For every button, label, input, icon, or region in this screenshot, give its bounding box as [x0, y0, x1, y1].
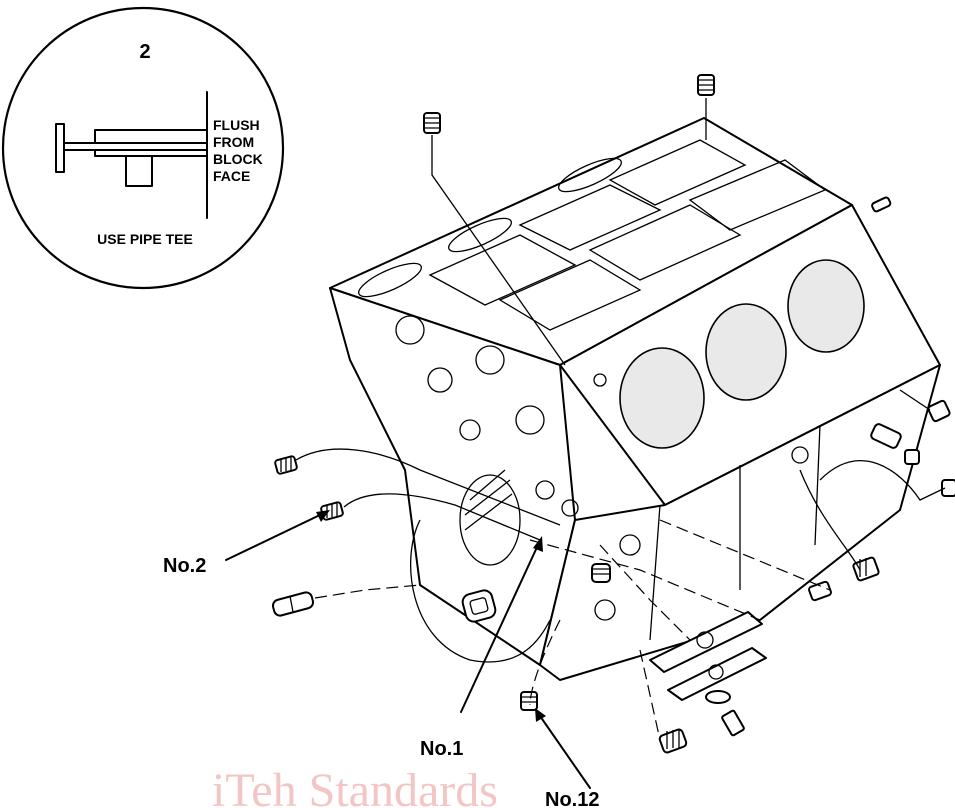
- face-hole-7: [561, 499, 579, 517]
- inset-label-block: BLOCK: [213, 151, 263, 167]
- leader-right-lower: [659, 519, 831, 591]
- plug-right-1: [927, 399, 951, 423]
- bolt-bottom: [705, 690, 745, 737]
- deck-slot-1: [358, 262, 422, 298]
- deck-opening-3: [608, 139, 747, 206]
- face-hole-2: [427, 367, 453, 393]
- callout-no2-group: No.2: [163, 510, 330, 577]
- skirt-hole-1: [619, 534, 641, 556]
- detail-inset: 2 FLUSH FROM BLOCK FACE USE PIPE TEE: [1, 6, 285, 290]
- skirt-hole-3: [791, 446, 809, 464]
- callout-no2-arrow-line: [225, 513, 323, 561]
- inset-label-flush: FLUSH: [213, 117, 260, 133]
- deck-slot-2: [448, 217, 512, 253]
- dowel-left: [271, 591, 315, 617]
- plug-bottom: [658, 728, 688, 754]
- fitting-right: [870, 423, 920, 465]
- deck-opening-6: [688, 159, 827, 231]
- leader-right-square: [799, 469, 861, 571]
- leader-left-1: [295, 448, 561, 526]
- skirt-hole-2: [594, 599, 616, 621]
- callout-no1-label: No.1: [420, 738, 463, 760]
- callout-no1-group: No.1: [420, 536, 543, 760]
- callout-no2-label: No.2: [163, 555, 206, 577]
- plug-top-left: [423, 112, 441, 134]
- tee-handle: [55, 123, 65, 173]
- face-hole-5: [459, 419, 481, 441]
- plug-no12: [520, 691, 538, 711]
- callout-no2-arrowhead: [316, 510, 330, 522]
- cylinder-bore-3: [787, 259, 865, 353]
- cover-plate-upper: [649, 611, 763, 673]
- skirt-rib-3: [814, 424, 821, 546]
- callout-no1-arrowhead: [533, 536, 543, 552]
- plug-left-1: [274, 455, 298, 475]
- tee-stem: [63, 142, 208, 151]
- deck-opening-5: [588, 204, 742, 281]
- pipe-lower: [94, 149, 208, 157]
- leader-lower-loop: [410, 519, 551, 663]
- deck-opening-2: [518, 184, 662, 251]
- inset-label-face: FACE: [213, 168, 250, 184]
- cylinder-bore-1: [619, 347, 705, 449]
- leader-cover-dash: [599, 544, 691, 641]
- pipe-upper: [94, 129, 208, 144]
- leader-no2: [343, 493, 541, 541]
- watermark: iTeh Standards: [212, 764, 498, 808]
- leader-bottom: [639, 649, 661, 741]
- plug-right-edge: [941, 479, 955, 497]
- leader-dowel: [314, 584, 421, 599]
- front-boss-opening: [459, 474, 521, 566]
- leader-right-edge: [819, 460, 946, 501]
- plug-right-square: [852, 556, 880, 582]
- block-left-face: [329, 287, 576, 666]
- skirt-rib-1: [649, 504, 661, 641]
- inset-label-from: FROM: [213, 134, 254, 150]
- callout-no12-arrow-line: [539, 715, 591, 789]
- engine-block: [329, 117, 941, 681]
- callout-no1-arrow-line: [460, 544, 539, 713]
- plug-center: [591, 563, 611, 583]
- inset-caption: USE PIPE TEE: [97, 231, 193, 247]
- front-boss-webs: [464, 469, 513, 531]
- leader-center-dash: [529, 539, 761, 621]
- leader-no12-dash: [529, 619, 561, 706]
- leader-top-left: [431, 135, 566, 366]
- plug-top-right: [697, 74, 715, 96]
- inset-number: 2: [139, 41, 150, 63]
- callout-no12-group: No.12: [535, 708, 599, 808]
- deck-opening-1: [428, 234, 577, 306]
- deck-slot-3: [558, 157, 622, 193]
- face-hole-6: [535, 480, 555, 500]
- dowel-top-right: [871, 196, 892, 213]
- face-hole-1: [395, 315, 425, 345]
- leader-right-1: [899, 389, 931, 411]
- face-hole-3: [475, 345, 505, 375]
- installation-lines: [295, 98, 946, 741]
- cylinder-bore-2: [705, 303, 787, 401]
- pipe-tee-branch: [125, 155, 153, 187]
- callout-no12-label: No.12: [545, 789, 599, 808]
- callout-no12-arrowhead: [535, 708, 546, 722]
- plug-right-lower: [808, 580, 832, 602]
- cover-plate-lower: [667, 647, 767, 701]
- plugs: [271, 74, 955, 754]
- cup-plug-left: [461, 589, 497, 623]
- face-hole-8: [593, 373, 607, 387]
- face-hole-4: [515, 405, 545, 435]
